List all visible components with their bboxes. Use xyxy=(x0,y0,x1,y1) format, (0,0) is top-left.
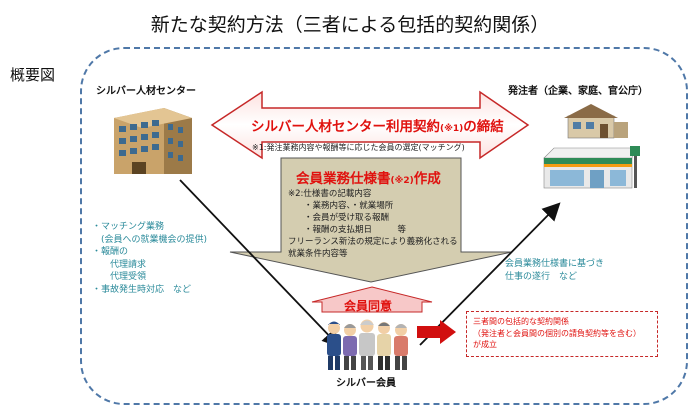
house-icon xyxy=(564,104,628,139)
service-line: (会員への就業機会の提供) xyxy=(92,234,208,245)
contract-title-tail: の締結 xyxy=(463,119,504,135)
diagram-frame xyxy=(80,47,688,405)
left-party-services: ・マッチング業務 (会員への就業機会の提供) ・報酬の 代理請求 代理受領 ・事… xyxy=(92,221,207,296)
result-red-arrow xyxy=(417,320,456,344)
service-line: ・報酬の xyxy=(92,247,129,257)
spec-line: 就業条件内容等 xyxy=(288,249,348,259)
service-line: 代理受領 xyxy=(92,272,147,282)
spec-line: ・会員が受け取る報酬 xyxy=(304,213,390,223)
agreement-up-arrow xyxy=(311,286,433,313)
spec-title-main: 会員業務仕様書 xyxy=(296,171,391,187)
member-to-client-arrow xyxy=(419,202,561,346)
result-line: 三者間の包括的な契約関係 xyxy=(473,317,569,326)
overview-label: 概要図 xyxy=(10,66,56,84)
senior-members-icon xyxy=(327,319,408,370)
duty-line: 会員業務仕様書に基づき xyxy=(505,259,605,269)
spec-title: 会員業務仕様書(※2)作成 xyxy=(296,167,441,187)
contract-footnote: ※1:発注業務内容や報酬等に応じた会員の選定(マッチング) xyxy=(252,143,465,152)
convenience-store-icon xyxy=(543,146,640,189)
office-building-icon xyxy=(114,108,192,174)
spec-line: ・業務内容、・就業場所 xyxy=(304,201,394,211)
spec-down-arrow xyxy=(229,157,513,283)
contract-title: シルバー人材センター利用契約(※1)の締結 xyxy=(251,115,504,135)
service-line: ・マッチング業務 xyxy=(92,222,165,232)
result-line: （発注者と会員間の個別の請負契約等を含む） xyxy=(473,328,641,338)
spec-title-note: (※2) xyxy=(390,176,414,186)
contract-double-arrow xyxy=(210,90,530,160)
duty-line: 仕事の遂行 など xyxy=(505,271,578,282)
spec-line: ・報酬の支払期日 等 xyxy=(304,225,407,235)
service-line: 代理請求 xyxy=(92,259,147,270)
center-to-member-arrow xyxy=(179,179,341,348)
spec-line: フリーランス新法の規定により義務化される xyxy=(288,237,458,247)
right-party-duties: 会員業務仕様書に基づき 仕事の遂行 など xyxy=(505,258,604,283)
contract-title-main: シルバー人材センター利用契約 xyxy=(251,119,440,135)
right-party-name: 発注者（企業、家庭、官公庁） xyxy=(508,86,648,97)
agreement-label: 会員同意 xyxy=(344,299,393,313)
service-line: ・事故発生時対応 など xyxy=(92,284,192,295)
member-label: シルバー会員 xyxy=(336,378,396,389)
spec-line: ※2:仕様書の記載内容 xyxy=(288,189,372,199)
result-line: が成立 xyxy=(473,340,497,349)
left-party-name: シルバー人材センター xyxy=(96,86,196,97)
result-box: 三者間の包括的な契約関係 （発注者と会員間の個別の請負契約等を含む） が成立 xyxy=(466,311,658,357)
contract-title-note: (※1) xyxy=(440,124,464,134)
page-title: 新たな契約方法（三者による包括的契約関係） xyxy=(150,14,550,36)
spec-title-tail: 作成 xyxy=(413,171,441,187)
